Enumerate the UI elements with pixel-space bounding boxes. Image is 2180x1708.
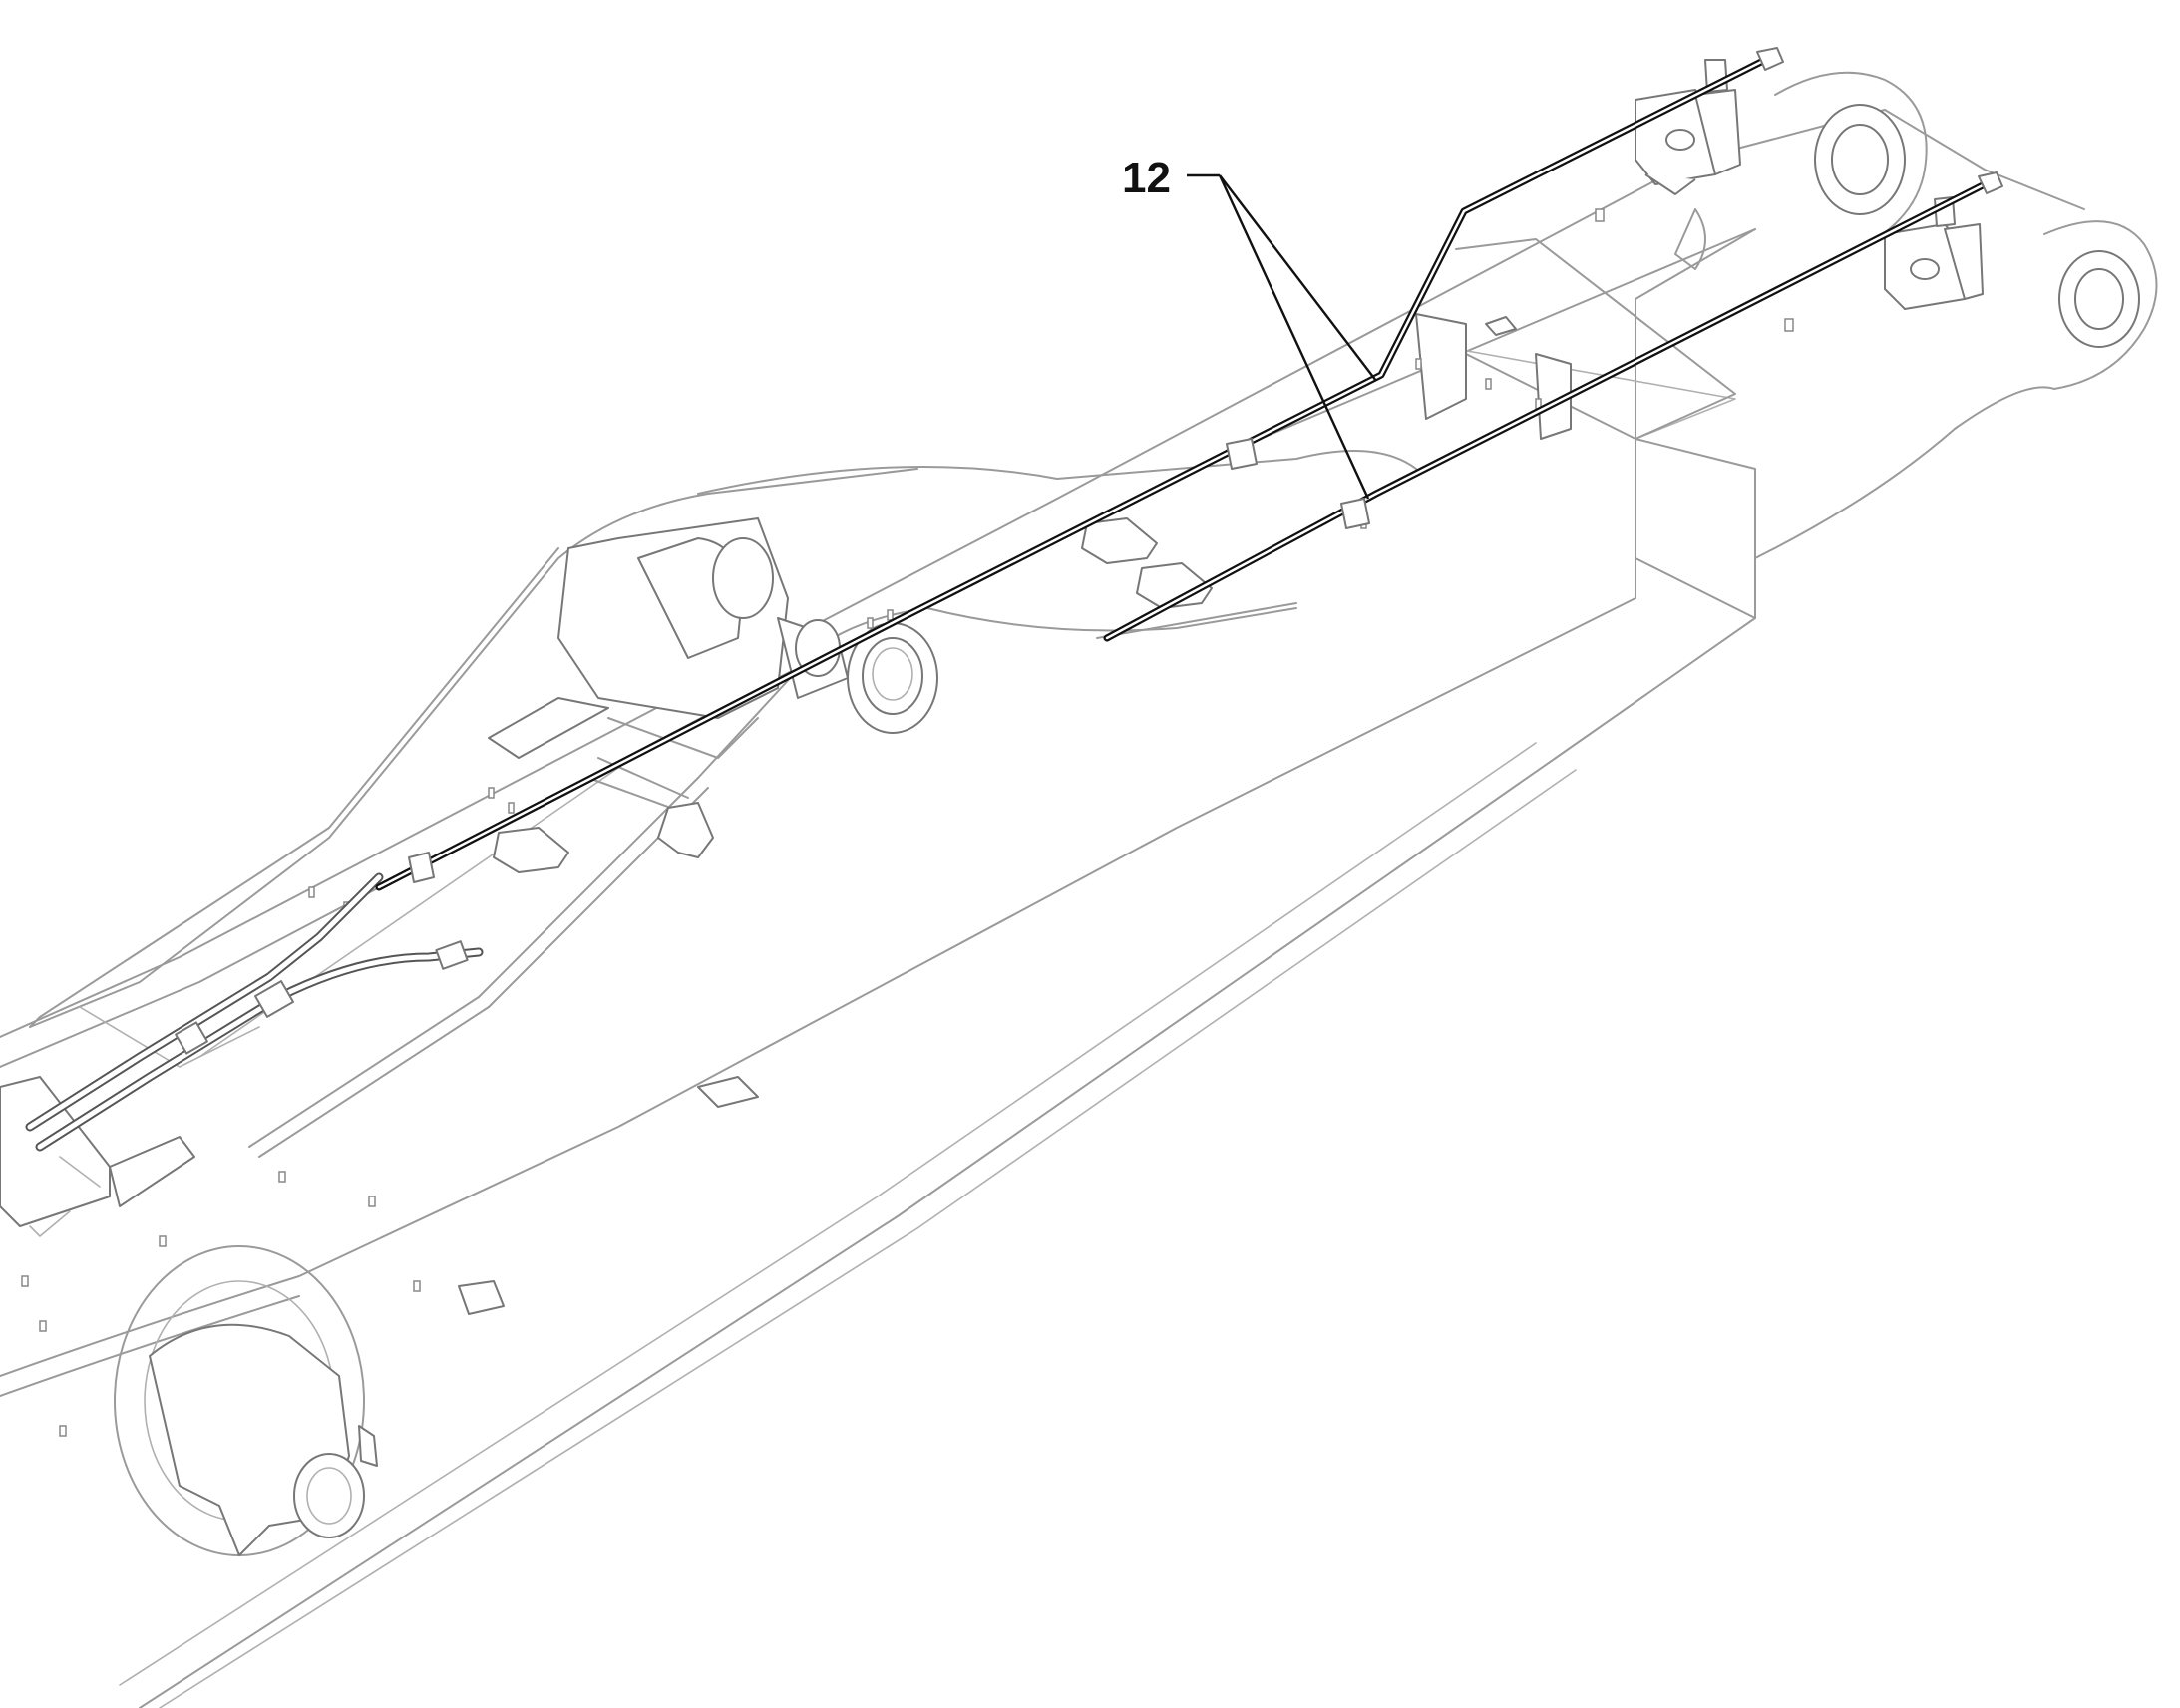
lower-pivot-boss bbox=[114, 1245, 378, 1556]
hydraulic-pipe-lower bbox=[1103, 171, 2003, 642]
pipe-clamps bbox=[408, 438, 1370, 883]
boom-end-pins bbox=[1674, 104, 2140, 348]
hydraulic-pipe-upper bbox=[375, 47, 1784, 891]
callout-label: 12 bbox=[1122, 154, 1171, 202]
left-end-plate bbox=[0, 1076, 195, 1237]
callout-arrow-upper-pipe bbox=[1219, 174, 1377, 382]
callout-12: 12 bbox=[1122, 154, 1377, 500]
hydraulic-hoses bbox=[25, 872, 484, 1152]
boom-pivot-hole bbox=[847, 622, 938, 734]
weld-lugs bbox=[21, 208, 1794, 1437]
upper-mount-bracket bbox=[488, 517, 849, 819]
callout-arrow-lower-pipe bbox=[1218, 174, 1370, 500]
center-brackets bbox=[458, 313, 1572, 1315]
boom-body bbox=[0, 71, 2158, 1708]
